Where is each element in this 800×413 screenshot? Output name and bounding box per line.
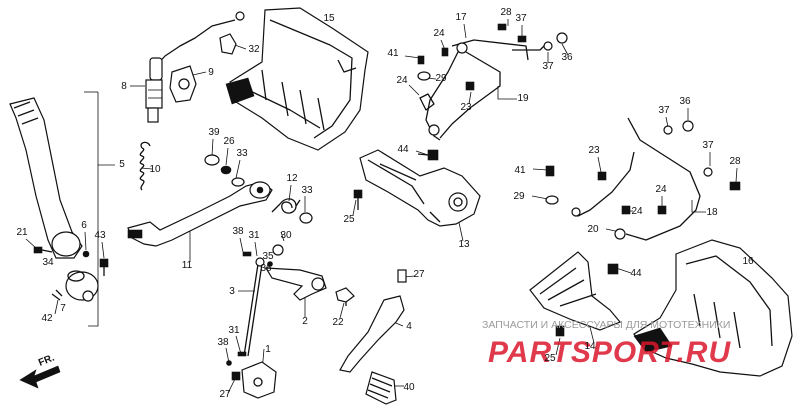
part-number-label: 16 bbox=[742, 256, 754, 267]
part-number-label: 15 bbox=[323, 13, 335, 24]
part-16-guard bbox=[633, 239, 793, 377]
part-number-label: 20 bbox=[587, 224, 599, 235]
part-number-label: 34 bbox=[42, 257, 54, 268]
part-number-label: 11 bbox=[182, 260, 193, 271]
part-number-label: 1 bbox=[265, 344, 271, 355]
direction-label: FR. bbox=[37, 352, 56, 368]
left-fasteners bbox=[33, 246, 109, 301]
part-22-bolt bbox=[335, 287, 355, 306]
part-number-label: 28 bbox=[500, 7, 512, 18]
part-number-label: 12 bbox=[286, 173, 298, 184]
part-number-label: 27 bbox=[413, 269, 425, 280]
part-number-label: 18 bbox=[706, 207, 718, 218]
part-13-footrest bbox=[353, 149, 481, 227]
front-direction-arrow: FR. bbox=[19, 352, 61, 389]
part-number-label: 44 bbox=[630, 268, 642, 279]
part-number-label: 37 bbox=[542, 61, 554, 72]
part-number-label: 36 bbox=[679, 96, 691, 107]
part-number-label: 24 bbox=[655, 184, 667, 195]
part-number-label: 31 bbox=[228, 325, 240, 336]
part-number-label: 27 bbox=[219, 389, 231, 400]
part-number-label: 3 bbox=[229, 286, 235, 297]
part-number-label: 37 bbox=[515, 13, 527, 24]
watermark-logo: PARTSPORT.RU bbox=[488, 336, 731, 369]
part-4-shift-pedal bbox=[339, 269, 407, 405]
watermark: ЗАПЧАСТИ И АКСЕССУАРЫ ДЛЯ МОТОТЕХНИКИ PA… bbox=[482, 319, 731, 369]
part-number-label: 6 bbox=[81, 220, 87, 231]
part-2-arm bbox=[264, 267, 327, 301]
part-1-bracket bbox=[231, 361, 277, 399]
part-number-label: 10 bbox=[149, 164, 161, 175]
part-number-label: 24 bbox=[396, 75, 408, 86]
part-19-rod-upper bbox=[417, 23, 568, 141]
part-3-rod bbox=[226, 244, 284, 366]
part-number-label: 24 bbox=[433, 28, 445, 39]
watermark-text: ЗАПЧАСТИ И АКСЕССУАРЫ ДЛЯ МОТОТЕХНИКИ bbox=[482, 319, 730, 331]
part-number-label: 32 bbox=[248, 44, 260, 55]
part-number-label: 21 bbox=[16, 227, 28, 238]
part-number-label: 40 bbox=[403, 382, 415, 393]
part-number-label: 42 bbox=[41, 313, 53, 324]
part-15-guard bbox=[225, 7, 369, 151]
part-number-label: 30 bbox=[280, 230, 292, 241]
part-number-label: 19 bbox=[517, 93, 529, 104]
part-number-label: 2 bbox=[302, 316, 308, 327]
part-number-label: 13 bbox=[458, 239, 470, 250]
part-number-label: 5 bbox=[119, 159, 125, 170]
part-number-label: 29 bbox=[435, 73, 447, 84]
part-number-label: 36 bbox=[260, 263, 272, 274]
part-number-label: 31 bbox=[248, 230, 260, 241]
part-number-label: 7 bbox=[60, 303, 66, 314]
part-number-label: 9 bbox=[208, 67, 214, 78]
part-10-spring bbox=[139, 141, 151, 191]
part-number-label: 14 bbox=[584, 341, 596, 352]
washers-springs bbox=[204, 154, 313, 224]
part-number-label: 41 bbox=[514, 165, 526, 176]
part-14-footrest bbox=[529, 251, 621, 337]
part-number-label: 25 bbox=[343, 214, 355, 225]
part-number-label: 28 bbox=[729, 156, 741, 167]
part-number-label: 33 bbox=[236, 148, 248, 159]
part-number-label: 24 bbox=[631, 206, 643, 217]
part-11-brake-pedal bbox=[127, 181, 273, 247]
part-number-label: 39 bbox=[208, 127, 220, 138]
part-number-label: 33 bbox=[301, 185, 313, 196]
part-number-label: 38 bbox=[232, 226, 244, 237]
part-number-label: 44 bbox=[397, 144, 409, 155]
part-number-label: 25 bbox=[544, 353, 556, 364]
part-number-label: 8 bbox=[121, 81, 127, 92]
part-number-label: 41 bbox=[387, 48, 399, 59]
part-8-switch bbox=[145, 11, 245, 123]
part-number-label: 37 bbox=[658, 105, 670, 116]
part-number-label: 17 bbox=[455, 12, 467, 23]
part-number-label: 38 bbox=[217, 337, 229, 348]
part-18-rod-lower bbox=[545, 117, 741, 241]
part-number-label: 36 bbox=[561, 52, 573, 63]
part-number-label: 37 bbox=[702, 140, 714, 151]
part-number-label: 35 bbox=[262, 251, 274, 262]
part-number-label: 4 bbox=[406, 321, 412, 332]
part-number-label: 23 bbox=[460, 102, 472, 113]
part-number-label: 26 bbox=[223, 136, 235, 147]
part-5-kick-lever bbox=[9, 97, 99, 302]
part-number-label: 43 bbox=[94, 230, 106, 241]
part-number-label: 29 bbox=[513, 191, 525, 202]
part-number-label: 23 bbox=[588, 145, 600, 156]
part-number-label: 22 bbox=[332, 317, 344, 328]
